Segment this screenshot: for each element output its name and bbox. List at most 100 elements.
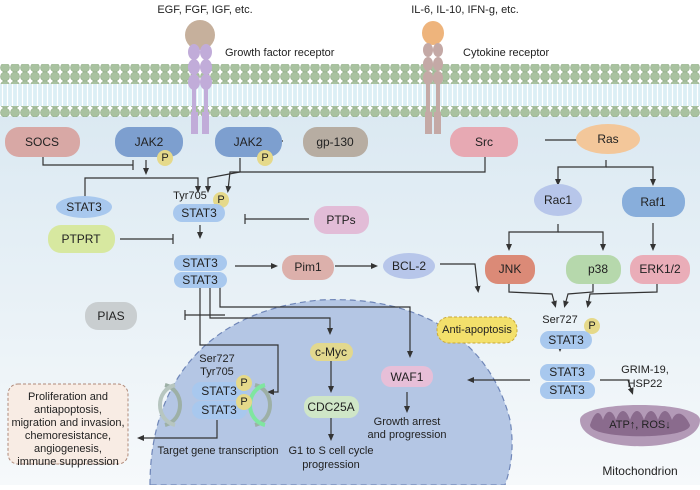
pim1-label: Pim1 [294,260,322,274]
stat3-dimer-top-label: STAT3 [182,256,218,270]
nuclear-tyr705-label: Tyr705 [200,366,234,378]
p38-label: p38 [588,262,608,276]
stat3-tyr705-label: STAT3 [181,206,217,220]
stat3-mito-top[interactable] [540,364,595,381]
stat3-dimer-bottom-label: STAT3 [182,273,218,287]
raf1-node[interactable] [622,187,685,217]
grim19-label: GRIM-19, [621,364,669,376]
jak2-node-right[interactable] [215,127,282,157]
phospho-badge [236,394,252,410]
cmyc-label: c-Myc [315,345,347,359]
stat3-tyr705-node[interactable] [173,204,225,222]
outcome-line: immune suppression [17,456,119,468]
cytokine-receptor-label: Cytokine receptor [463,47,550,59]
mitochondrion-effect-label: ATP↑, ROS↓ [609,419,671,431]
ptprt-label: PTPRT [61,232,101,246]
ser727-label: Ser727 [542,314,577,326]
cell-membrane [0,64,700,117]
ras-label: Ras [597,132,618,146]
rac1-label: Rac1 [544,193,572,207]
tyr705-label: Tyr705 [173,190,207,202]
stat3-ser727-label: STAT3 [548,333,584,347]
stat3-monomer-label: STAT3 [66,200,102,214]
growth-arrest-label-line2: and progression [368,429,447,441]
growth-arrest-label-line1: Growth arrest [374,416,441,428]
phospho-badge [584,318,600,334]
phospho-badge [257,150,273,166]
jak2-right-label: JAK2 [234,135,263,149]
outcome-line: migration and invasion, [11,417,124,429]
outcome-line: Proliferation and [28,391,108,403]
waf1-node[interactable] [381,366,433,387]
phospho-label: P [240,396,247,408]
outcomes-box [7,383,129,465]
growth-factor-receptor [185,20,215,134]
stat3-dimer-bottom[interactable] [174,272,227,288]
src-node[interactable] [450,127,518,157]
pias-label: PIAS [97,309,124,323]
raf1-label: Raf1 [640,195,666,209]
growth-factor-receptor-label: Growth factor receptor [225,47,335,59]
waf1-label: WAF1 [391,370,424,384]
cdc25a-node[interactable] [304,396,359,418]
p38-node[interactable] [566,255,621,284]
jnk-node[interactable] [485,255,535,284]
stat3-monomer-node[interactable] [56,196,112,218]
phospho-badge [157,150,173,166]
jnk-label: JNK [499,262,522,276]
pim1-node[interactable] [282,255,334,280]
stat3-mito-top-label: STAT3 [549,365,585,379]
dna-helix [158,383,272,427]
phospho-label: P [261,152,268,164]
gp130-node[interactable] [303,127,368,157]
pias-node[interactable] [85,302,137,330]
nuclear-stat3-top-label: STAT3 [201,384,237,398]
stat3-ser727-node[interactable] [540,331,592,349]
stat3-mito-bottom-label: STAT3 [549,383,585,397]
nuclear-stat3-bottom-label: STAT3 [201,403,237,417]
bcl2-node[interactable] [383,253,435,279]
stat3-dimer-top[interactable] [174,255,227,271]
mitochondrion [580,405,700,447]
outcome-line: chemoresistance, [25,430,111,442]
ras-node[interactable] [576,124,640,154]
jak2-node-left[interactable] [115,127,183,157]
g1s-label-line2: progression [302,459,359,471]
target-gene-transcription-label: Target gene transcription [157,445,278,457]
stat3-mito-bottom[interactable] [540,382,595,399]
phospho-badge [236,375,252,391]
phospho-label: P [161,152,168,164]
cmyc-node[interactable] [310,343,353,361]
outcome-line: antiapoptosis, [34,404,102,416]
outcome-line: angiogenesis, [34,443,102,455]
growth-factor-ligands-label: EGF, FGF, IGF, etc. [157,4,252,16]
socs-node[interactable] [5,127,80,157]
cytokine-ligands-label: IL-6, IL-10, IFN-g, etc. [411,4,519,16]
phospho-label: P [588,320,595,332]
ptps-label: PTPs [326,213,355,227]
erk-node[interactable] [630,255,690,284]
phospho-label: P [217,194,224,206]
bcl2-label: BCL-2 [392,259,426,273]
mitochondrion-label: Mitochondrion [602,464,677,478]
socs-label: SOCS [25,135,59,149]
erk-label: ERK1/2 [639,262,681,276]
phospho-badge [213,192,229,208]
nuclear-stat3-top[interactable] [192,382,247,400]
anti-apoptosis-outcome [436,316,518,344]
phospho-label: P [240,377,247,389]
cdc25a-label: CDC25A [307,400,354,414]
hsp22-label: HSP22 [628,378,663,390]
pathway-connectors [42,137,658,441]
anti-apoptosis-label: Anti-apoptosis [442,324,512,336]
g1s-label-line1: G1 to S cell cycle [289,445,374,457]
ptps-node[interactable] [314,206,369,234]
rac1-node[interactable] [534,184,582,216]
src-label: Src [475,135,493,149]
nuclear-stat3-bottom[interactable] [192,401,247,419]
ptprt-node[interactable] [48,225,115,253]
cytokine-receptor [422,21,444,134]
gp130-label: gp-130 [316,135,354,149]
